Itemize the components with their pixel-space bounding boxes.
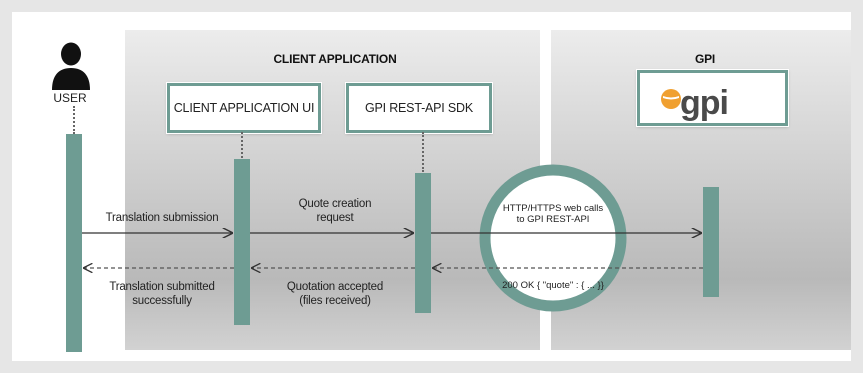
gpi-logo-icon [661, 89, 681, 109]
user-label: USER [53, 91, 87, 105]
gpi-logo-box [637, 70, 788, 126]
gpi-logo-text: gpi [680, 84, 729, 122]
quote-creation-label-line2: request [316, 212, 354, 224]
gpi-rest-api-sdk-box: GPI REST-API SDK [346, 83, 492, 133]
translation-submitted-label-line2: successfully [132, 295, 192, 307]
gpi-panel-title: GPI [694, 52, 716, 66]
translation-submitted-label-line1: Translation submitted [109, 281, 215, 293]
gpi-lifeline [703, 187, 719, 297]
http-calls-label: HTTP/HTTPS web calls to GPI REST-API [490, 203, 616, 225]
user-lifeline [66, 134, 82, 352]
client-application-ui-label: CLIENT APPLICATION UI [173, 101, 315, 115]
quote-creation-label-line1: Quote creation [298, 198, 372, 210]
gpi-rest-api-sdk-label: GPI REST-API SDK [365, 101, 473, 115]
http-calls-label-line2: to GPI REST-API [516, 214, 590, 225]
quotation-accepted-label-line2: (files received) [299, 295, 371, 307]
client-application-ui-box: CLIENT APPLICATION UI [167, 83, 321, 133]
quotation-accepted-label-line1: Quotation accepted [286, 281, 384, 293]
user-connector [73, 106, 75, 134]
client-ui-connector [241, 132, 243, 158]
sdk-connector [422, 132, 424, 172]
sdk-lifeline [415, 173, 431, 313]
client-application-title: CLIENT APPLICATION [273, 52, 397, 66]
http-ring [479, 164, 627, 312]
client-ui-lifeline [234, 159, 250, 325]
user-silhouette-icon [52, 42, 90, 90]
ok-response-label: 200 OK { "quote" : { ... }} [502, 280, 604, 291]
http-calls-label-line1: HTTP/HTTPS web calls [502, 203, 604, 214]
translation-submission-label: Translation submission [105, 212, 219, 224]
